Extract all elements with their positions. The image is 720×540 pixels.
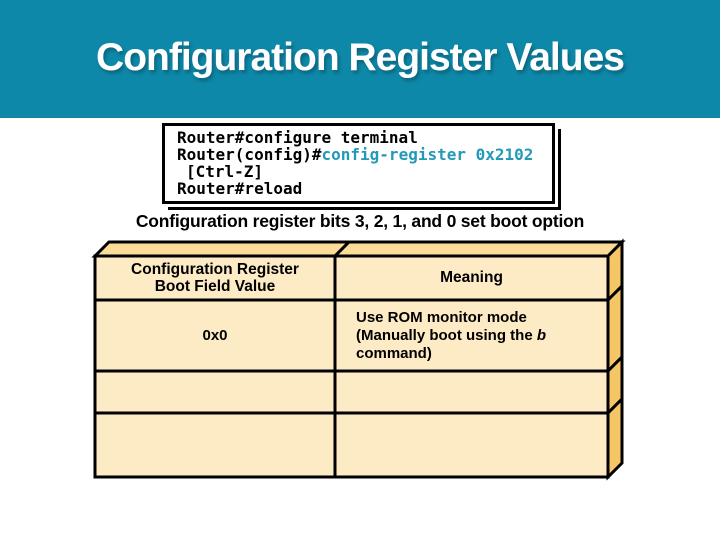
meaning-row1-line2-italic: b bbox=[536, 327, 546, 344]
table-row2-cell-left-bg bbox=[93, 369, 337, 415]
terminal-line-1: Router#configure terminal bbox=[177, 128, 418, 147]
boot-value-row1: 0x0 bbox=[202, 327, 228, 344]
meaning-row1-line2: (Manually boot using the bbox=[356, 327, 537, 344]
terminal-prompt: Router(config)# bbox=[177, 145, 322, 164]
header-boot-field-line1: Configuration Register bbox=[131, 261, 299, 278]
terminal-box: Router#configure terminal Router(config)… bbox=[162, 123, 555, 204]
cell-meaning-row1: Use ROM monitor mode (Manually boot usin… bbox=[356, 300, 608, 371]
table-side-bevel-row3 bbox=[606, 395, 624, 481]
slide-title: Configuration Register Values bbox=[96, 36, 625, 79]
header-meaning-label: Meaning bbox=[440, 269, 503, 286]
table-header-boot-field: Configuration Register Boot Field Value bbox=[95, 256, 335, 300]
meaning-row1-line3: command) bbox=[356, 345, 432, 362]
table-top-bevel-right bbox=[331, 240, 626, 258]
table-header-cell-left-bg bbox=[93, 254, 337, 302]
table-top-bevel-left bbox=[91, 240, 353, 258]
table-row2-cell-right-bg bbox=[333, 369, 610, 415]
cell-boot-value-row1: 0x0 bbox=[95, 300, 335, 371]
table-row3-cell-right-bg bbox=[333, 411, 610, 479]
terminal-command-highlight: config-register 0x2102 bbox=[321, 145, 534, 164]
table-header-meaning: Meaning bbox=[335, 256, 608, 300]
title-bar bbox=[0, 0, 720, 118]
header-boot-field-line2: Boot Field Value bbox=[154, 278, 276, 295]
terminal-line-2: Router(config)#config-register 0x2102 bbox=[177, 146, 552, 163]
meaning-row1-line1: Use ROM monitor mode bbox=[356, 309, 527, 326]
table-row1-cell-left-bg bbox=[93, 298, 337, 373]
table-row3-cell-left-bg bbox=[93, 411, 337, 479]
table-caption: Configuration register bits 3, 2, 1, and… bbox=[135, 211, 585, 231]
terminal-line-4: Router#reload bbox=[177, 179, 303, 198]
terminal-line-3: [Ctrl-Z] bbox=[186, 162, 264, 181]
